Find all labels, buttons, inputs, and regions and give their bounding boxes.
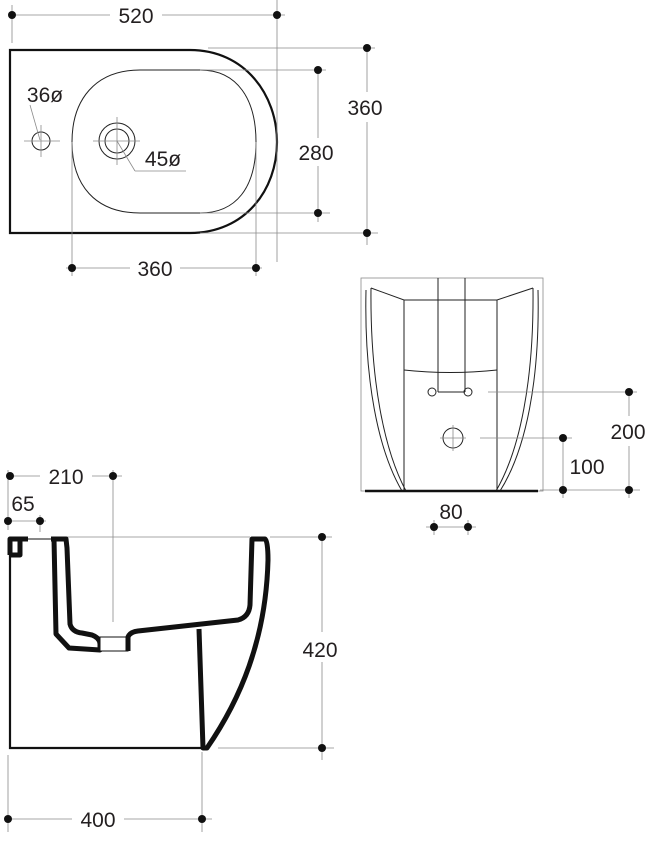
dim-bowl-length: 360: [137, 258, 172, 281]
dim-tap-offset: 65: [11, 493, 34, 516]
dim-height: 420: [302, 639, 337, 662]
tap-hole: [24, 125, 60, 157]
dim-overall-width: 360: [347, 97, 382, 120]
drain-hole: [93, 117, 140, 165]
dim-waste-height: 100: [569, 456, 604, 479]
drain-outlet: [99, 636, 129, 652]
top-view: 520 360 280 360 36ø 45ø: [8, 0, 383, 281]
side-view: 210 65 420 400: [4, 466, 338, 832]
fixing-hole-left: [427, 387, 437, 397]
waste-hole: [440, 425, 466, 451]
front-view: 200 100 80: [360, 277, 646, 535]
dim-supply-height: 200: [610, 421, 645, 444]
dim-overall-length: 520: [118, 5, 153, 28]
dim-drain-offset: 210: [48, 466, 83, 489]
bowl-outline: [71, 69, 257, 214]
dim-waste-spacing: 80: [439, 501, 462, 524]
dim-bowl-width: 280: [298, 142, 333, 165]
label-drain-hole-diameter: 45ø: [145, 148, 181, 171]
fixing-hole-right: [463, 387, 473, 397]
label-tap-hole-diameter: 36ø: [27, 84, 63, 107]
dim-depth: 400: [80, 809, 115, 832]
